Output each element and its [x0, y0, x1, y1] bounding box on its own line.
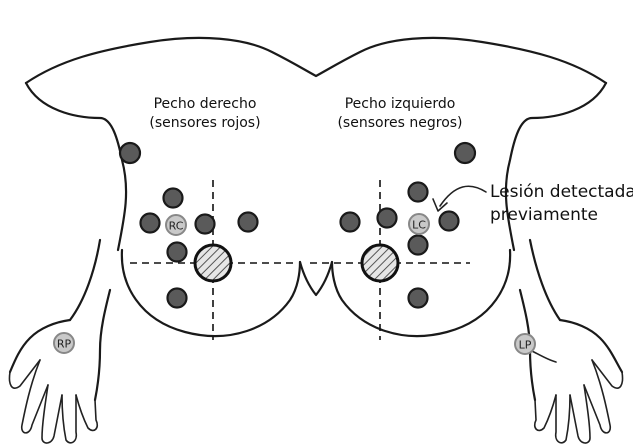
lc-reference-label: LC — [412, 219, 426, 232]
right-breast-label-line2: (sensores rojos) — [149, 115, 260, 131]
left-arm-line — [70, 240, 100, 320]
left-lesion-marker — [362, 245, 398, 281]
right-breast-sensor — [168, 289, 187, 308]
left-armpit-curve — [26, 83, 126, 250]
left-hand-drawing — [520, 290, 623, 443]
right-arm-line — [530, 240, 560, 320]
right-breast-sensor — [164, 189, 183, 208]
left-breast-sensor — [409, 289, 428, 308]
lesion-callout-line2: previamente — [490, 205, 598, 225]
right-breast-label-line1: Pecho derecho — [154, 96, 257, 112]
right-breast-sensor — [141, 214, 160, 233]
left-shoulder-sensor — [455, 143, 475, 163]
lesion-callout-line1: Lesión detectada — [490, 182, 633, 202]
rc-reference-label: RC — [169, 220, 184, 233]
right-breast-sensor — [168, 243, 187, 262]
left-breast-sensor — [409, 183, 428, 202]
lp-reference-label: LP — [519, 339, 532, 352]
right-breast-sensor — [196, 215, 215, 234]
right-shoulder-sensor — [120, 143, 140, 163]
sternum-curve — [300, 262, 332, 295]
right-breast-sensor — [239, 213, 258, 232]
right-lesion-marker — [195, 245, 231, 281]
left-breast-sensor — [341, 213, 360, 232]
left-breast-sensor — [440, 212, 459, 231]
left-breast-sensor — [409, 236, 428, 255]
left-breast-label-line1: Pecho izquierdo — [345, 96, 456, 112]
left-breast-label-line2: (sensores negros) — [337, 115, 462, 131]
torso-outline — [26, 38, 606, 83]
left-breast-sensor — [378, 209, 397, 228]
rp-reference-label: RP — [57, 338, 72, 351]
right-hand-drawing — [9, 290, 110, 443]
